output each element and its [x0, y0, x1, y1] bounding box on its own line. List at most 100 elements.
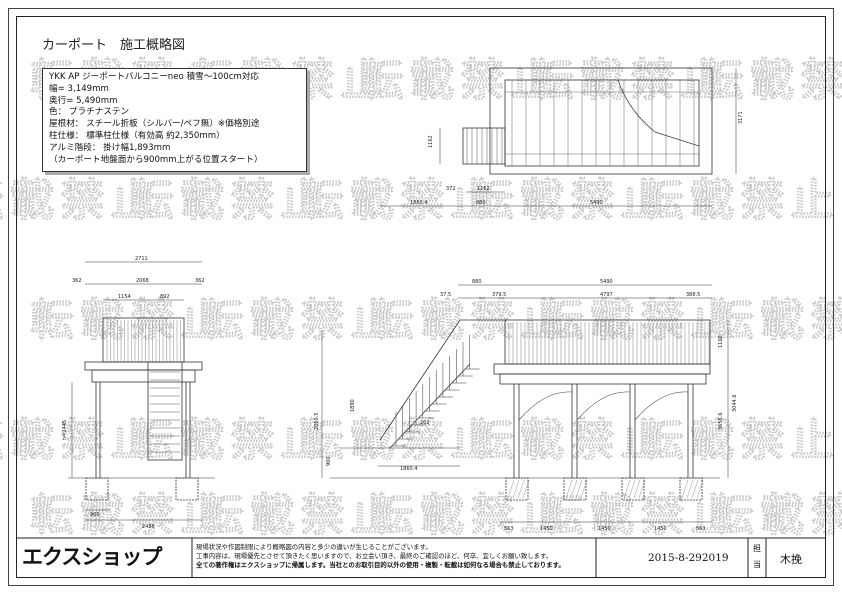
side-dim-1860: 1860.4: [400, 466, 418, 472]
plan-stair-landing: [462, 127, 506, 165]
watermark-text: 転載禁止: [300, 175, 500, 226]
side-footings: [505, 477, 704, 501]
front-dim-900: 900: [90, 512, 100, 518]
plan-view: [380, 67, 737, 207]
watermark-text: 転載禁止: [640, 175, 840, 226]
side-dim-388: 388.5: [686, 292, 700, 298]
front-dim-2068: 2068: [136, 278, 149, 284]
side-stair-treads: [392, 335, 480, 447]
side-dim-202: 202: [420, 420, 430, 426]
plan-dim-1162b: 1162: [428, 135, 434, 148]
plan-dim-1860: 1860.4: [410, 200, 428, 206]
footing-hatch: [623, 479, 631, 499]
front-view: [68, 261, 215, 521]
watermark-text: 転載禁止: [200, 490, 400, 541]
plan-stair-steps: [466, 128, 503, 164]
front-dim-1154: 1154: [118, 294, 131, 300]
side-dim-3656: 3656.6: [718, 413, 724, 431]
side-dim-4797: 4797: [600, 292, 613, 298]
front-dim-h2445: h=2445: [62, 420, 68, 440]
side-footing: [563, 477, 587, 501]
side-dim-563-right: 563: [696, 526, 706, 532]
side-brace: [576, 391, 631, 421]
side-footing: [679, 477, 703, 501]
spec-line-width: 幅= 3,149mm: [49, 83, 109, 94]
side-dim-37: 37.5: [440, 292, 451, 298]
side-dim-1450-b: 1450: [598, 526, 611, 532]
company-logo: エクスショップ: [22, 545, 162, 569]
side-dim-1890: 1890: [350, 399, 356, 412]
watermark-text: 転載禁止: [200, 295, 400, 346]
drawing-title: カーポート 施工概略図: [42, 38, 186, 53]
side-dim-563-left: 563: [504, 526, 514, 532]
watermark-text: 転載禁止: [640, 415, 840, 466]
side-stair-rail: [379, 319, 505, 441]
side-posts: [513, 384, 694, 478]
footing-hatch: [628, 479, 636, 499]
spec-line-stair-note: （カーポート地盤面から900mm上がる位置スタート）: [49, 154, 263, 165]
spec-line-depth: 奥行= 5,490mm: [49, 95, 118, 106]
footing-hatch: [507, 479, 515, 499]
footing-hatch: [681, 479, 689, 499]
side-dim-1450-a: 1450: [540, 526, 553, 532]
watermark-layer: 転載禁止転載禁止転載禁止転載禁止転載禁止転載禁止転載禁止転載禁止転載禁止転載禁止…: [0, 54, 842, 541]
footing-hatch: [522, 479, 530, 499]
watermark-text: 転載禁止: [470, 175, 670, 226]
note-line-1: 現場状況や作図制限により概略図の内容と多少の違いが生じることがございます。: [196, 543, 432, 551]
side-dim-2060: 2060.5: [314, 413, 320, 431]
title-block-lines: [16, 537, 826, 578]
side-dim-900: 900: [326, 456, 332, 466]
front-dim-2711: 2711: [135, 256, 148, 262]
assignee-label-1: 担: [753, 544, 761, 553]
footing-hatch: [691, 479, 699, 499]
assignee-label: 担 当: [751, 544, 763, 570]
watermark-text: 転載禁止: [370, 295, 570, 346]
footing-hatch: [512, 479, 520, 499]
side-dim-3044: 3044.6: [732, 395, 738, 413]
footing-hatch: [517, 479, 525, 499]
watermark-text: 転載禁止: [130, 415, 330, 466]
watermark-text: 転載禁止: [360, 55, 560, 106]
plan-dim-372: 372: [446, 186, 456, 192]
footing-hatch: [565, 479, 573, 499]
title-block-notes: 現場状況や作図制限により概略図の内容と多少の違いが生じることがございます。 工事…: [196, 543, 576, 570]
front-dim-892: 892: [160, 294, 170, 300]
footing-hatch: [570, 479, 578, 499]
plan-dim-5490: 5490: [590, 200, 603, 206]
outer-border: [8, 8, 834, 586]
side-brace: [518, 391, 573, 421]
side-dim-880: 880: [472, 279, 482, 285]
plan-curved-cutout: [617, 79, 700, 147]
front-dim-362-right: 362: [195, 278, 205, 284]
footing-hatch: [575, 479, 583, 499]
front-dim-2486: 2486: [142, 524, 155, 530]
footing-hatch: [638, 479, 646, 499]
side-dim-379: 379.5: [492, 292, 506, 298]
side-footing: [621, 477, 645, 501]
plan-dim-1162: 1162: [477, 186, 490, 192]
footing-hatch: [580, 479, 588, 499]
spec-line-roof: 屋根材： スチール折板（シルバー/ペフ無）※価格別途: [49, 119, 260, 130]
watermark-text: 転載禁止: [370, 490, 570, 541]
spec-line-color: 色： プラチナステン: [49, 107, 130, 118]
watermark-text: 転載禁止: [0, 415, 160, 466]
side-dim-1100: 1100: [718, 335, 724, 348]
watermark-text: 転載禁止: [30, 295, 230, 346]
watermark-text: 転載禁止: [130, 175, 330, 226]
side-dim-5490: 5490: [600, 279, 613, 285]
spec-box: YKK AP ジーポートバルコニーneo 積雪～100cm対応 幅= 3,149…: [42, 68, 307, 172]
plan-dim-3171: 3171: [738, 111, 744, 124]
inner-border: [16, 16, 826, 578]
side-balusters: [508, 322, 710, 364]
front-stair-treads: [150, 371, 180, 453]
plan-dim-880: 880: [476, 200, 486, 206]
front-dim-362-left: 362: [72, 278, 82, 284]
footing-hatch: [633, 479, 641, 499]
front-beam: [91, 369, 196, 383]
assignee-label-2: 当: [753, 560, 761, 569]
footing-hatch: [686, 479, 694, 499]
plan-outer-frame: [489, 67, 713, 175]
note-line-2: 工事内容は、現場優先とさせて頂きたく思いますので、お立会い頂き、最終のご確認のほ…: [196, 552, 553, 560]
